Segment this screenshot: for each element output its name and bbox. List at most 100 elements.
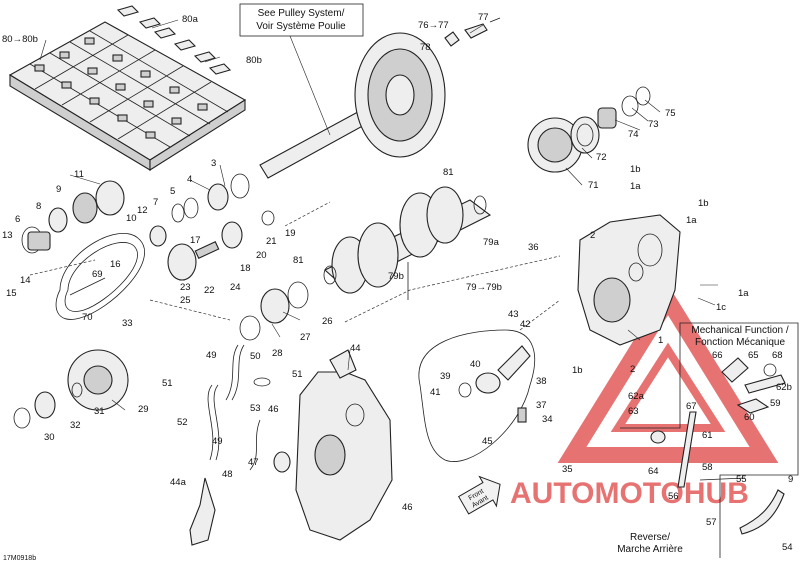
breather-hoses <box>189 344 291 546</box>
label-31: 31 <box>94 406 105 417</box>
label-71: 71 <box>588 180 599 191</box>
label-12: 12 <box>137 205 148 216</box>
pulley-shaft <box>259 32 446 179</box>
label-75: 75 <box>665 108 676 119</box>
label-49-b: 49 <box>212 436 223 447</box>
label-26: 26 <box>322 316 333 327</box>
label-80a: 80a <box>182 14 199 25</box>
label-66: 66 <box>712 350 723 361</box>
label-55: 55 <box>736 474 747 485</box>
label-2: 2 <box>590 230 595 241</box>
label-11: 11 <box>74 169 84 180</box>
drive-shaft-sprockets <box>239 186 492 341</box>
label-1b-2: 1b <box>698 198 709 209</box>
label-44: 44 <box>350 343 361 354</box>
label-4: 4 <box>187 174 192 185</box>
label-1a-3: 1a <box>738 288 749 299</box>
label-3: 3 <box>211 158 216 169</box>
part-labels: 80→80b 80a 80b 76→77 77 78 75 74 73 72 7… <box>2 12 793 562</box>
label-9-b: 9 <box>788 474 793 485</box>
label-8: 8 <box>36 201 41 212</box>
reverse-callout: Reverse/ Marche Arrière <box>617 532 683 555</box>
pulley-callout-line1: See Pulley System/ <box>258 8 345 19</box>
label-79-79b: 79→79b <box>466 282 502 293</box>
label-13: 13 <box>2 230 13 241</box>
label-33: 33 <box>122 318 133 329</box>
label-51-b: 51 <box>162 378 173 389</box>
label-77: 77 <box>478 12 489 23</box>
label-38: 38 <box>536 376 547 387</box>
label-46-b: 46 <box>402 502 413 513</box>
label-5: 5 <box>170 186 175 197</box>
cover-bearing-stack <box>444 17 651 173</box>
label-48: 48 <box>222 469 233 480</box>
watermark-logo: AUTOMOTOHUB <box>510 284 779 510</box>
label-73: 73 <box>648 119 659 130</box>
label-1c: 1c <box>716 302 726 313</box>
label-80-80b: 80→80b <box>2 34 38 45</box>
label-60: 60 <box>744 412 755 423</box>
label-62b: 62b <box>776 382 792 393</box>
label-79b: 79b <box>388 271 404 282</box>
label-37: 37 <box>536 400 547 411</box>
label-53: 53 <box>250 403 261 414</box>
label-56: 56 <box>668 491 679 502</box>
label-2-b: 2 <box>630 364 635 375</box>
pulley-callout: See Pulley System/ Voir Système Poulie <box>239 3 364 136</box>
label-15: 15 <box>6 288 17 299</box>
label-32: 32 <box>70 420 81 431</box>
label-24: 24 <box>230 282 241 293</box>
label-30: 30 <box>44 432 55 443</box>
label-70: 70 <box>82 312 93 323</box>
label-7: 7 <box>153 197 158 208</box>
label-54: 54 <box>782 542 793 553</box>
label-34: 34 <box>542 414 553 425</box>
label-57: 57 <box>706 517 717 528</box>
label-1a: 1a <box>630 181 641 192</box>
label-72: 72 <box>596 152 607 163</box>
label-64: 64 <box>648 466 659 477</box>
label-43: 43 <box>508 309 519 320</box>
label-51: 51 <box>292 369 303 380</box>
label-80b: 80b <box>246 55 262 66</box>
label-20: 20 <box>256 250 267 261</box>
left-gear-set <box>13 173 275 429</box>
label-59: 59 <box>770 398 781 409</box>
label-6: 6 <box>15 214 20 225</box>
label-22: 22 <box>204 285 215 296</box>
label-10: 10 <box>126 213 137 224</box>
label-29: 29 <box>138 404 149 415</box>
label-76-77: 76→77 <box>418 20 449 31</box>
label-19: 19 <box>285 228 296 239</box>
label-18: 18 <box>240 263 251 274</box>
label-28: 28 <box>272 348 283 359</box>
reverse-callout-line2: Marche Arrière <box>617 544 683 555</box>
label-50: 50 <box>250 351 261 362</box>
label-42: 42 <box>520 319 531 330</box>
reverse-linkage <box>650 411 785 535</box>
label-14: 14 <box>20 275 31 286</box>
label-16: 16 <box>110 259 121 270</box>
mechanical-function-panel <box>620 322 799 558</box>
label-27: 27 <box>300 332 311 343</box>
chain-tensioner <box>418 329 536 462</box>
label-62a: 62a <box>628 391 645 402</box>
label-1: 1 <box>658 335 663 346</box>
label-25: 25 <box>180 295 191 306</box>
label-1b: 1b <box>630 164 641 175</box>
pulley-callout-line2: Voir Système Poulie <box>256 21 346 32</box>
label-36: 36 <box>528 242 539 253</box>
label-81-b: 81 <box>293 255 304 266</box>
label-1b-3: 1b <box>572 365 583 376</box>
chaincase-cover <box>295 349 393 541</box>
label-1a-2: 1a <box>686 215 697 226</box>
assembly-guides <box>29 201 561 331</box>
label-47: 47 <box>248 457 259 468</box>
label-39: 39 <box>440 371 451 382</box>
label-9: 9 <box>56 184 61 195</box>
label-41: 41 <box>430 387 441 398</box>
label-81-a: 81 <box>443 167 454 178</box>
label-17: 17 <box>190 235 201 246</box>
label-23: 23 <box>180 282 191 293</box>
